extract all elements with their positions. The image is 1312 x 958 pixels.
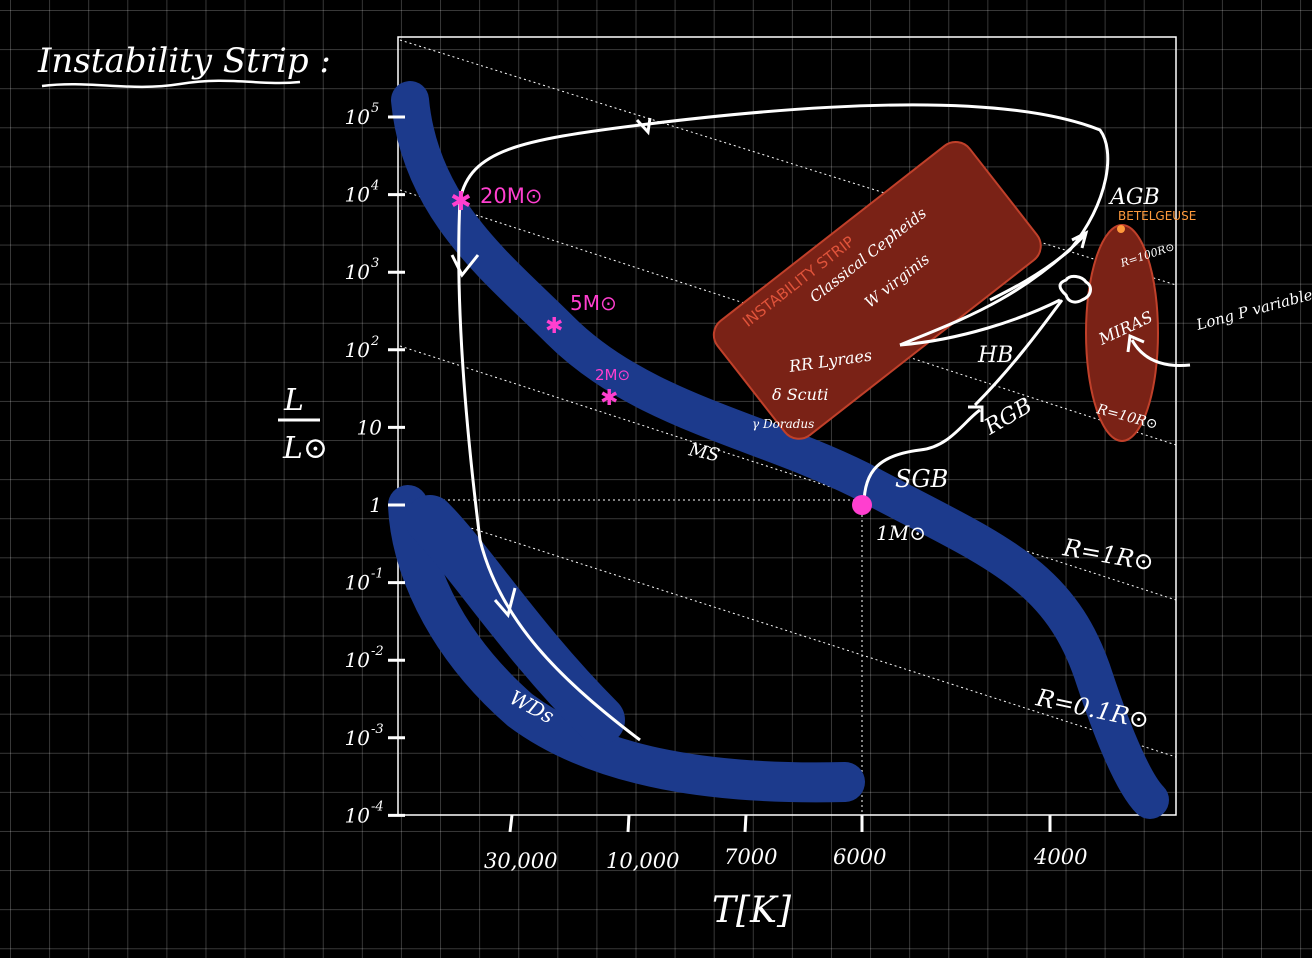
label-r1: R=1R⊙	[1060, 533, 1156, 577]
y-tick-label: 10	[345, 338, 371, 362]
x-tick-4000: 4000	[1033, 845, 1087, 869]
arrow-rgb-icon	[968, 405, 984, 422]
helium-flash-icon	[1058, 274, 1092, 304]
y-tick-label: 10	[345, 105, 371, 129]
long-p-arrowhead-icon	[1126, 333, 1145, 353]
y-tick-exponent: 3	[371, 256, 379, 271]
label-hb: HB	[977, 343, 1013, 368]
radius-line-100	[399, 39, 1177, 286]
label-main-sequence: MS	[686, 439, 721, 466]
track-sgb	[862, 408, 981, 506]
label-agb: AGB	[1108, 185, 1160, 210]
y-tick-label: 10	[345, 571, 371, 595]
sun-marker	[852, 495, 872, 515]
label-5msun: 5M⊙	[570, 291, 617, 315]
y-tick-exponent: -4	[371, 799, 384, 814]
betelgeuse-dot	[1117, 225, 1125, 233]
star-2msun-icon: ✱	[600, 386, 618, 411]
x-tick-mark-30000	[508, 814, 514, 833]
x-tick-30000: 30,000	[484, 849, 557, 873]
label-rgb: RGB	[980, 393, 1037, 440]
x-tick-10000: 10,000	[606, 849, 679, 873]
miras-region	[1085, 224, 1159, 442]
y-tick-label: 10	[345, 648, 371, 672]
label-2msun: 2M⊙	[595, 366, 630, 384]
gamma-doradus-label: γ Doradus	[752, 417, 814, 431]
long-p-arrow	[1130, 339, 1191, 368]
y-tick-label: 1	[369, 493, 382, 517]
title-underline	[41, 79, 301, 89]
instability-strip: INSTABILITY STRIP Classical Cepheids W v…	[712, 141, 1042, 440]
radius-line-01	[399, 504, 1177, 758]
white-dwarf-band	[388, 485, 865, 803]
star-5msun-icon: ✱	[545, 314, 563, 339]
label-betelgeuse: BETELGEUSE	[1118, 209, 1196, 223]
y-tick-label: 10	[345, 726, 371, 750]
label-sgb: SGB	[895, 465, 948, 493]
y-axis-denominator: L⊙	[282, 431, 328, 466]
arrow-agb-icon	[1071, 230, 1089, 249]
y-tick-label: 10	[345, 260, 371, 284]
arrow-right-icon	[635, 117, 652, 136]
x-tick-7000: 7000	[724, 845, 777, 869]
y-axis-numerator: L	[283, 383, 304, 418]
x-axis-label: T[K]	[712, 890, 792, 931]
y-tick-label: 10	[345, 183, 371, 207]
track-rgb	[973, 299, 1064, 407]
main-sequence-band	[391, 81, 1169, 819]
star-20msun-icon: ✱	[450, 187, 472, 217]
radius-line-1	[399, 345, 1177, 601]
x-tick-6000: 6000	[833, 845, 886, 869]
delta-scuti-label: δ Scuti	[772, 385, 829, 404]
x-tick-mark-10000	[626, 814, 631, 833]
y-tick-exponent: -1	[371, 567, 384, 582]
track-hb	[899, 298, 1061, 347]
y-tick-exponent: -3	[371, 722, 384, 737]
instability-strip-shape	[712, 141, 1042, 440]
arrow-down-1-icon	[450, 254, 480, 278]
label-1msun: 1M⊙	[876, 521, 926, 545]
y-tick-exponent: 5	[371, 101, 379, 116]
y-tick-label: 10	[357, 415, 383, 439]
page-title: Instability Strip :	[37, 41, 331, 81]
label-20msun: 20M⊙	[480, 184, 542, 208]
track-20msun-lower	[457, 199, 641, 742]
label-long-p: Long P variables	[1193, 283, 1312, 334]
radius-lines	[398, 39, 1177, 815]
track-agb	[899, 233, 1087, 347]
x-tick-mark-7000	[743, 814, 748, 833]
y-tick-exponent: -2	[371, 644, 384, 659]
y-tick-exponent: 4	[370, 179, 379, 194]
y-tick-label: 10	[345, 803, 371, 827]
radius-line-10	[399, 189, 1177, 446]
arrow-down-2-icon	[493, 587, 517, 619]
x-axis-tick-marks	[508, 814, 1052, 833]
y-tick-exponent: 2	[370, 334, 379, 349]
